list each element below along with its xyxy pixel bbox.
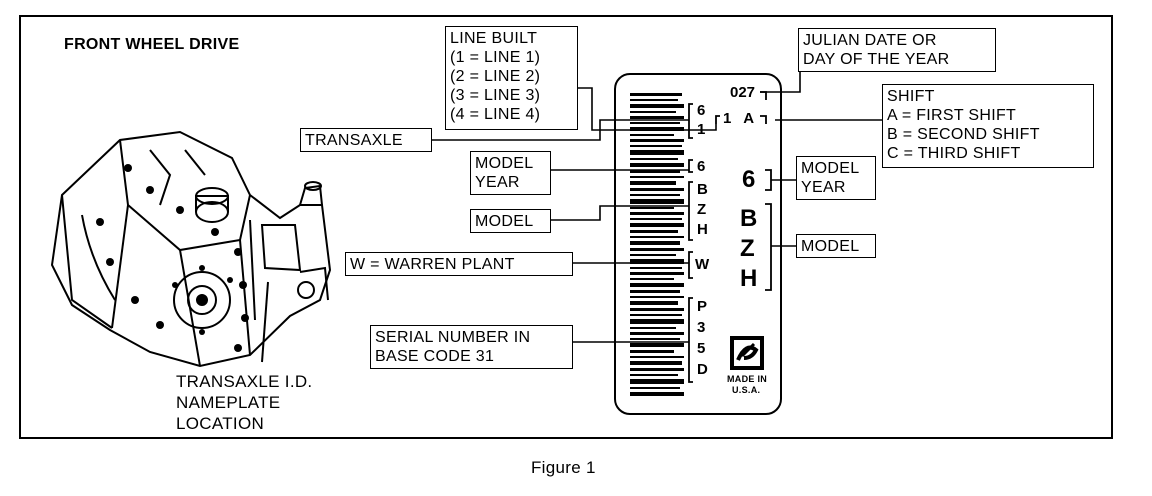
large-model-char: H — [740, 265, 758, 292]
julian-code: 027 — [730, 84, 756, 101]
callout-line: YEAR — [801, 179, 846, 196]
plant-char: W — [695, 256, 710, 273]
callout-line: LINE BUILT — [450, 30, 538, 47]
made-in-line-1: MADE IN — [727, 374, 768, 384]
gm-hydramatic-logo-icon — [730, 336, 764, 370]
made-in-line-2: U.S.A. — [732, 385, 761, 395]
serial-char: 3 — [697, 319, 706, 336]
model-right-callout: MODEL — [796, 234, 876, 258]
callout-line: MODEL — [475, 155, 534, 172]
transaxle-bolts — [96, 164, 249, 352]
callout-line: (4 = LINE 4) — [450, 106, 541, 123]
serial-char: P — [697, 298, 708, 315]
shift-code: 1 A — [723, 110, 755, 127]
callout-line: A = FIRST SHIFT — [887, 107, 1017, 124]
callout-line: JULIAN DATE OR — [803, 32, 937, 49]
location-caption-line-2: NAMEPLATE — [176, 393, 281, 412]
model-left-callout: MODEL — [470, 209, 551, 233]
leader-lines — [432, 72, 882, 343]
location-caption-line-3: LOCATION — [176, 414, 265, 433]
plate-brackets — [688, 91, 772, 383]
callout-line: (1 = LINE 1) — [450, 49, 541, 66]
location-pointer — [261, 281, 269, 363]
shift-callout: SHIFT A = FIRST SHIFT B = SECOND SHIFT C… — [882, 84, 1094, 168]
large-model-year-char: 6 — [742, 166, 756, 193]
large-model-char: B — [740, 205, 758, 232]
warren-plant-callout: W = WARREN PLANT — [345, 252, 573, 276]
heading: FRONT WHEEL DRIVE — [64, 36, 240, 53]
diagram-frame — [19, 15, 1113, 439]
transaxle-id-nameplate — [614, 73, 782, 415]
callout-line: B = SECOND SHIFT — [887, 126, 1040, 143]
serial-number-callout: SERIAL NUMBER IN BASE CODE 31 — [370, 325, 573, 369]
large-model-char: Z — [740, 235, 755, 262]
line-built-callout: LINE BUILT (1 = LINE 1) (2 = LINE 2) (3 … — [445, 26, 578, 130]
callout-line: BASE CODE 31 — [375, 348, 495, 365]
model-char: B — [697, 181, 708, 198]
model-char: Z — [697, 201, 707, 218]
julian-date-callout: JULIAN DATE OR DAY OF THE YEAR — [798, 28, 996, 72]
callout-line: DAY OF THE YEAR — [803, 51, 950, 68]
model-year-char: 6 — [697, 158, 706, 175]
model-year-right-callout: MODEL YEAR — [796, 156, 876, 200]
callout-line: (2 = LINE 2) — [450, 68, 541, 85]
callout-line: MODEL — [801, 160, 860, 177]
transaxle-char: 6 — [697, 102, 706, 119]
callout-line: SERIAL NUMBER IN — [375, 329, 531, 346]
transaxle-char: 1 — [697, 121, 706, 138]
barcode — [630, 93, 684, 396]
callout-line: SHIFT — [887, 88, 935, 105]
transaxle-callout: TRANSAXLE — [300, 128, 432, 152]
figure-caption: Figure 1 — [531, 458, 596, 477]
model-year-left-callout: MODEL YEAR — [470, 151, 551, 195]
model-char: H — [697, 221, 708, 238]
callout-line: YEAR — [475, 174, 520, 191]
location-caption-line-1: TRANSAXLE I.D. — [176, 372, 313, 391]
callout-line: (3 = LINE 3) — [450, 87, 541, 104]
serial-char: 5 — [697, 340, 706, 357]
callout-line: C = THIRD SHIFT — [887, 145, 1021, 162]
transaxle-illustration — [50, 130, 332, 368]
serial-char: D — [697, 361, 708, 378]
